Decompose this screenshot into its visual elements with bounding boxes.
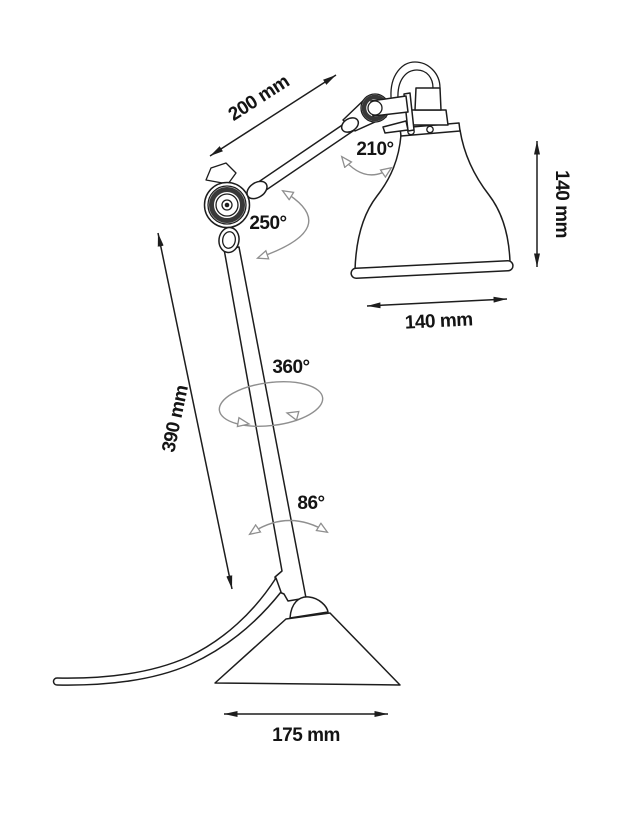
base-pivot-arc: [250, 519, 327, 534]
arm-length-label: 200 mm: [225, 71, 293, 125]
base-width-label: 175 mm: [272, 725, 340, 746]
shade-width-line: [366, 296, 508, 309]
elbow-ring-dark: [209, 187, 245, 223]
angle-annotations: 210° 250° 360° 86°: [218, 139, 394, 534]
elbow-joint: [203, 162, 251, 254]
cable-ribbon: [52, 577, 282, 686]
head-swivel-label: 210°: [356, 139, 393, 160]
shade-rim: [350, 260, 514, 279]
rotation-arrowhead-icon: [285, 410, 300, 422]
elbow-ring-outer: [207, 185, 247, 225]
socket-neck: [414, 87, 442, 111]
elbow-swivel-label: 250°: [249, 213, 286, 234]
head-swivel-arc: [342, 157, 391, 175]
shade-height-label: 140 mm: [551, 170, 572, 238]
base-pivot-label: 86°: [297, 493, 324, 514]
rotation-arrowhead-icon: [236, 416, 251, 428]
elbow-ring-inner: [215, 193, 239, 217]
column-length-label: 390 mm: [158, 384, 192, 455]
power-cable: [52, 577, 282, 686]
base-dome: [289, 596, 329, 619]
cable-loop-outer: [390, 61, 441, 98]
lamp-base: [214, 596, 401, 686]
cable-loop-inner: [397, 69, 434, 100]
lamp-head: [340, 61, 514, 279]
head-horn-cap: [340, 117, 360, 133]
column-length-line: [157, 232, 233, 590]
elbow-clamp-tab: [205, 162, 237, 185]
lamp-column: [223, 246, 307, 602]
shade-screw: [426, 125, 434, 134]
arm-length-line: [209, 74, 337, 157]
base-cone: [214, 612, 401, 686]
head-plate: [382, 120, 409, 134]
head-hub: [367, 100, 383, 116]
lamp-arm: [246, 119, 356, 200]
shade-width-label: 140 mm: [404, 309, 473, 333]
elbow-swivel-arc: [258, 191, 310, 258]
elbow-axle-hole: [224, 202, 230, 208]
column-rotation-label: 360°: [272, 357, 309, 378]
column-rod: [223, 246, 307, 602]
